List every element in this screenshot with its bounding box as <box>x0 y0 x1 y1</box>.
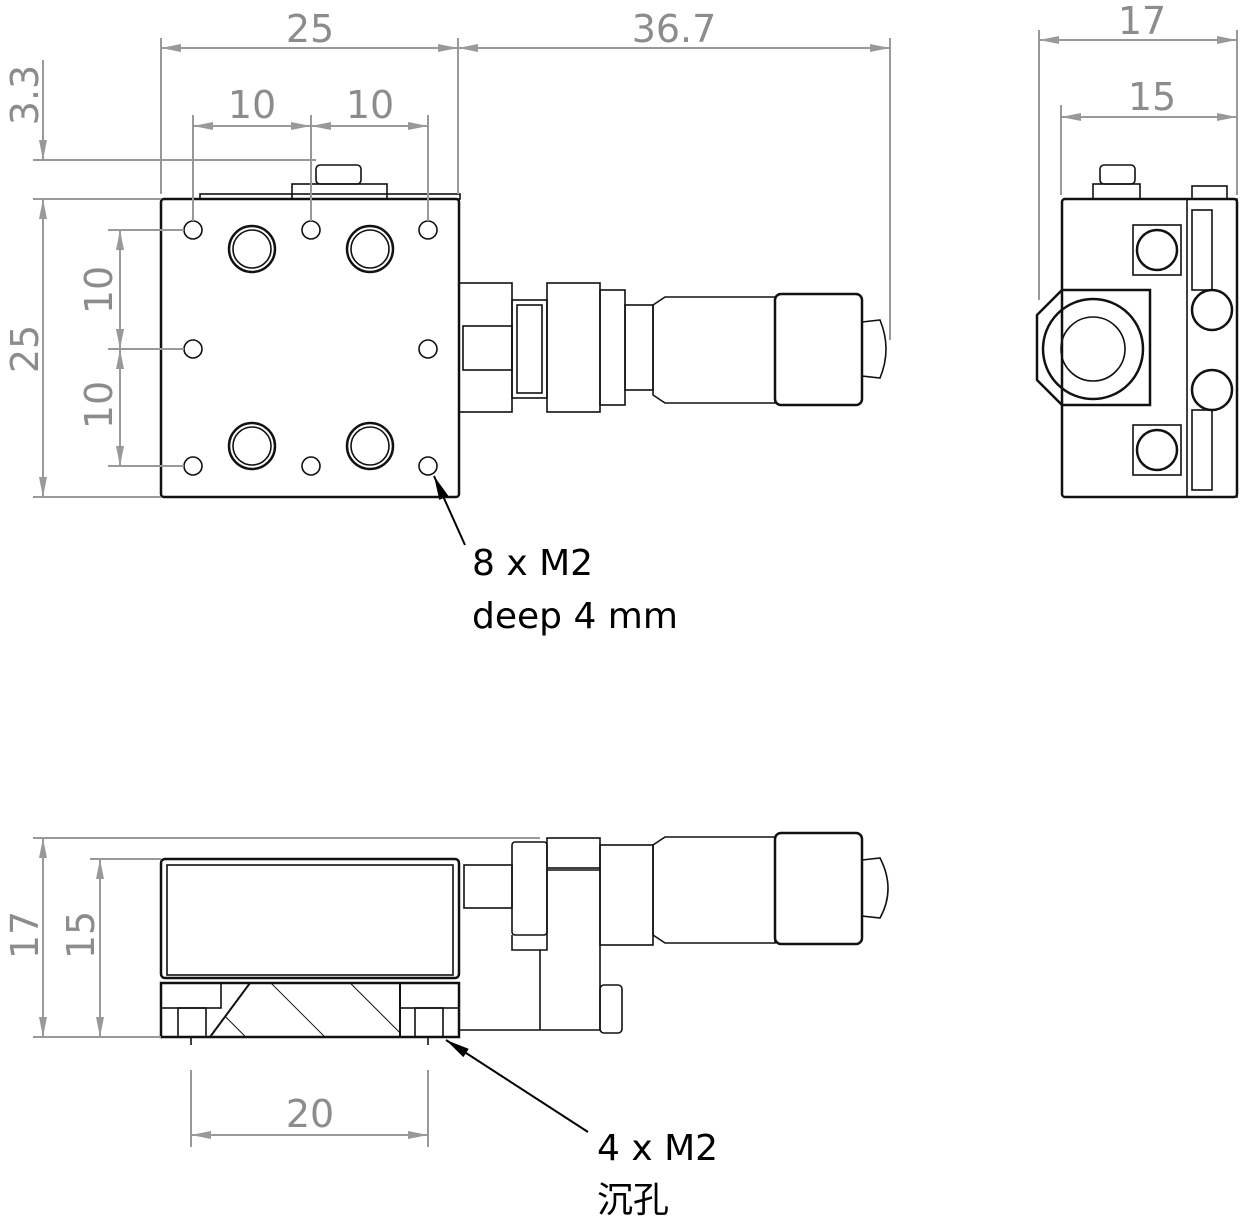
svg-text:4 x M2: 4 x M2 <box>597 1128 718 1169</box>
right-dimensions: 17 15 <box>1038 0 1238 300</box>
dim-height: 25 <box>3 325 47 373</box>
dim-width: 25 <box>286 7 334 51</box>
dim-hole-spacing-right: 10 <box>346 83 394 127</box>
dim-inner: 15 <box>1128 75 1176 119</box>
m2-hole-callout: 8 x M2 deep 4 mm <box>433 475 678 637</box>
dim-body-height: 15 <box>59 911 103 959</box>
top-dimensions: 25 36.7 10 10 3.3 25 10 10 <box>3 7 891 498</box>
dim-micrometer: 36.7 <box>632 7 717 51</box>
svg-text:deep 4 mm: deep 4 mm <box>472 596 678 637</box>
side-view: 17 15 20 4 x M2 沉孔 <box>3 831 889 1221</box>
svg-text:沉孔: 沉孔 <box>597 1180 669 1221</box>
tab-knob <box>315 164 362 185</box>
top-tab <box>291 183 388 200</box>
dim-hole-spacing-left: 10 <box>228 83 276 127</box>
m2-holes <box>183 220 438 476</box>
side-dimensions: 17 15 20 <box>3 837 540 1147</box>
top-view: 25 36.7 10 10 3.3 25 10 10 <box>3 7 891 637</box>
micrometer <box>458 282 887 413</box>
right-view: 17 15 <box>1035 0 1239 499</box>
counterbore-callout: 4 x M2 沉孔 <box>445 1039 718 1221</box>
svg-text:8 x M2: 8 x M2 <box>472 543 593 584</box>
dim-tab-offset: 3.3 <box>3 65 47 125</box>
stage-body <box>159 197 461 499</box>
dim-hole-spacing: 20 <box>286 1092 334 1136</box>
counterbore-holes <box>227 224 395 471</box>
dim-total-height: 17 <box>3 911 47 959</box>
dim-vertical-spacing-top: 10 <box>77 266 121 314</box>
dim-outer: 17 <box>1118 0 1166 43</box>
micrometer-end <box>1041 297 1145 401</box>
dim-vertical-spacing-bottom: 10 <box>77 381 121 429</box>
